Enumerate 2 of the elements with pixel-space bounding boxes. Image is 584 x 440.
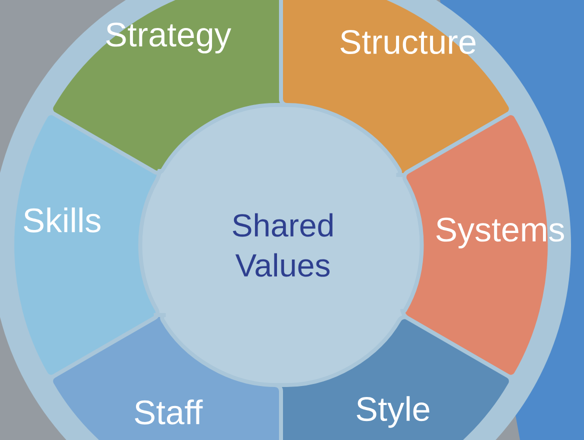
puzzle-piece: Skills	[10, 111, 162, 379]
puzzle-piece: Style	[273, 315, 513, 440]
